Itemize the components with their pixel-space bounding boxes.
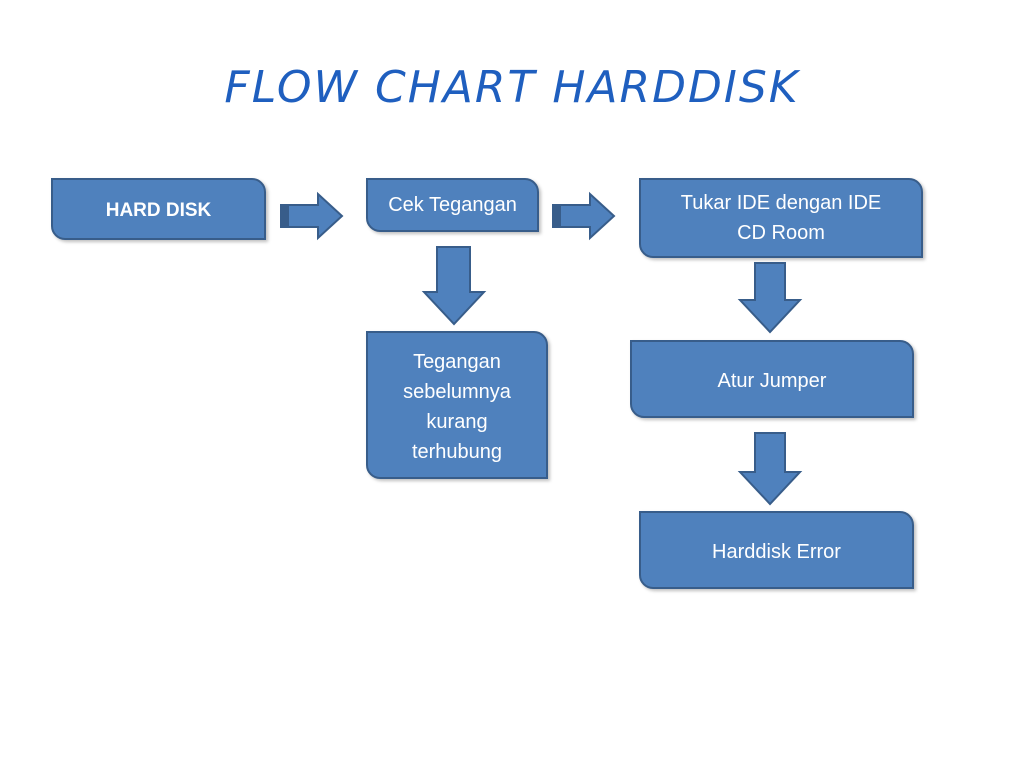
node-tegangan-sebelumnya[interactable]: Tegangan sebelumnya kurang terhubung	[366, 331, 548, 479]
node-atur-jumper-label: Atur Jumper	[717, 370, 827, 392]
right-arrow-icon	[280, 191, 344, 241]
down-arrow-icon	[737, 432, 803, 506]
node-hard-disk[interactable]: HARD DISK	[51, 178, 266, 240]
node-cek-tegangan[interactable]: Cek Tegangan	[366, 178, 539, 232]
node-tegangan-sebelumnya-label: Tegangan sebelumnya kurang terhubung	[403, 351, 511, 463]
down-arrow-icon	[737, 262, 803, 334]
down-arrow-icon	[421, 246, 487, 326]
node-tukar-ide-label: Tukar IDE dengan IDE CD Room	[680, 192, 882, 244]
slide-title: FLOW CHART HARDDISK	[224, 62, 800, 113]
node-hard-disk-label: HARD DISK	[105, 200, 212, 221]
node-cek-tegangan-label: Cek Tegangan	[388, 194, 517, 216]
node-atur-jumper[interactable]: Atur Jumper	[630, 340, 914, 418]
node-tukar-ide[interactable]: Tukar IDE dengan IDE CD Room	[639, 178, 923, 258]
node-harddisk-error[interactable]: Harddisk Error	[639, 511, 914, 589]
right-arrow-icon	[552, 191, 616, 241]
node-harddisk-error-label: Harddisk Error	[712, 541, 841, 563]
